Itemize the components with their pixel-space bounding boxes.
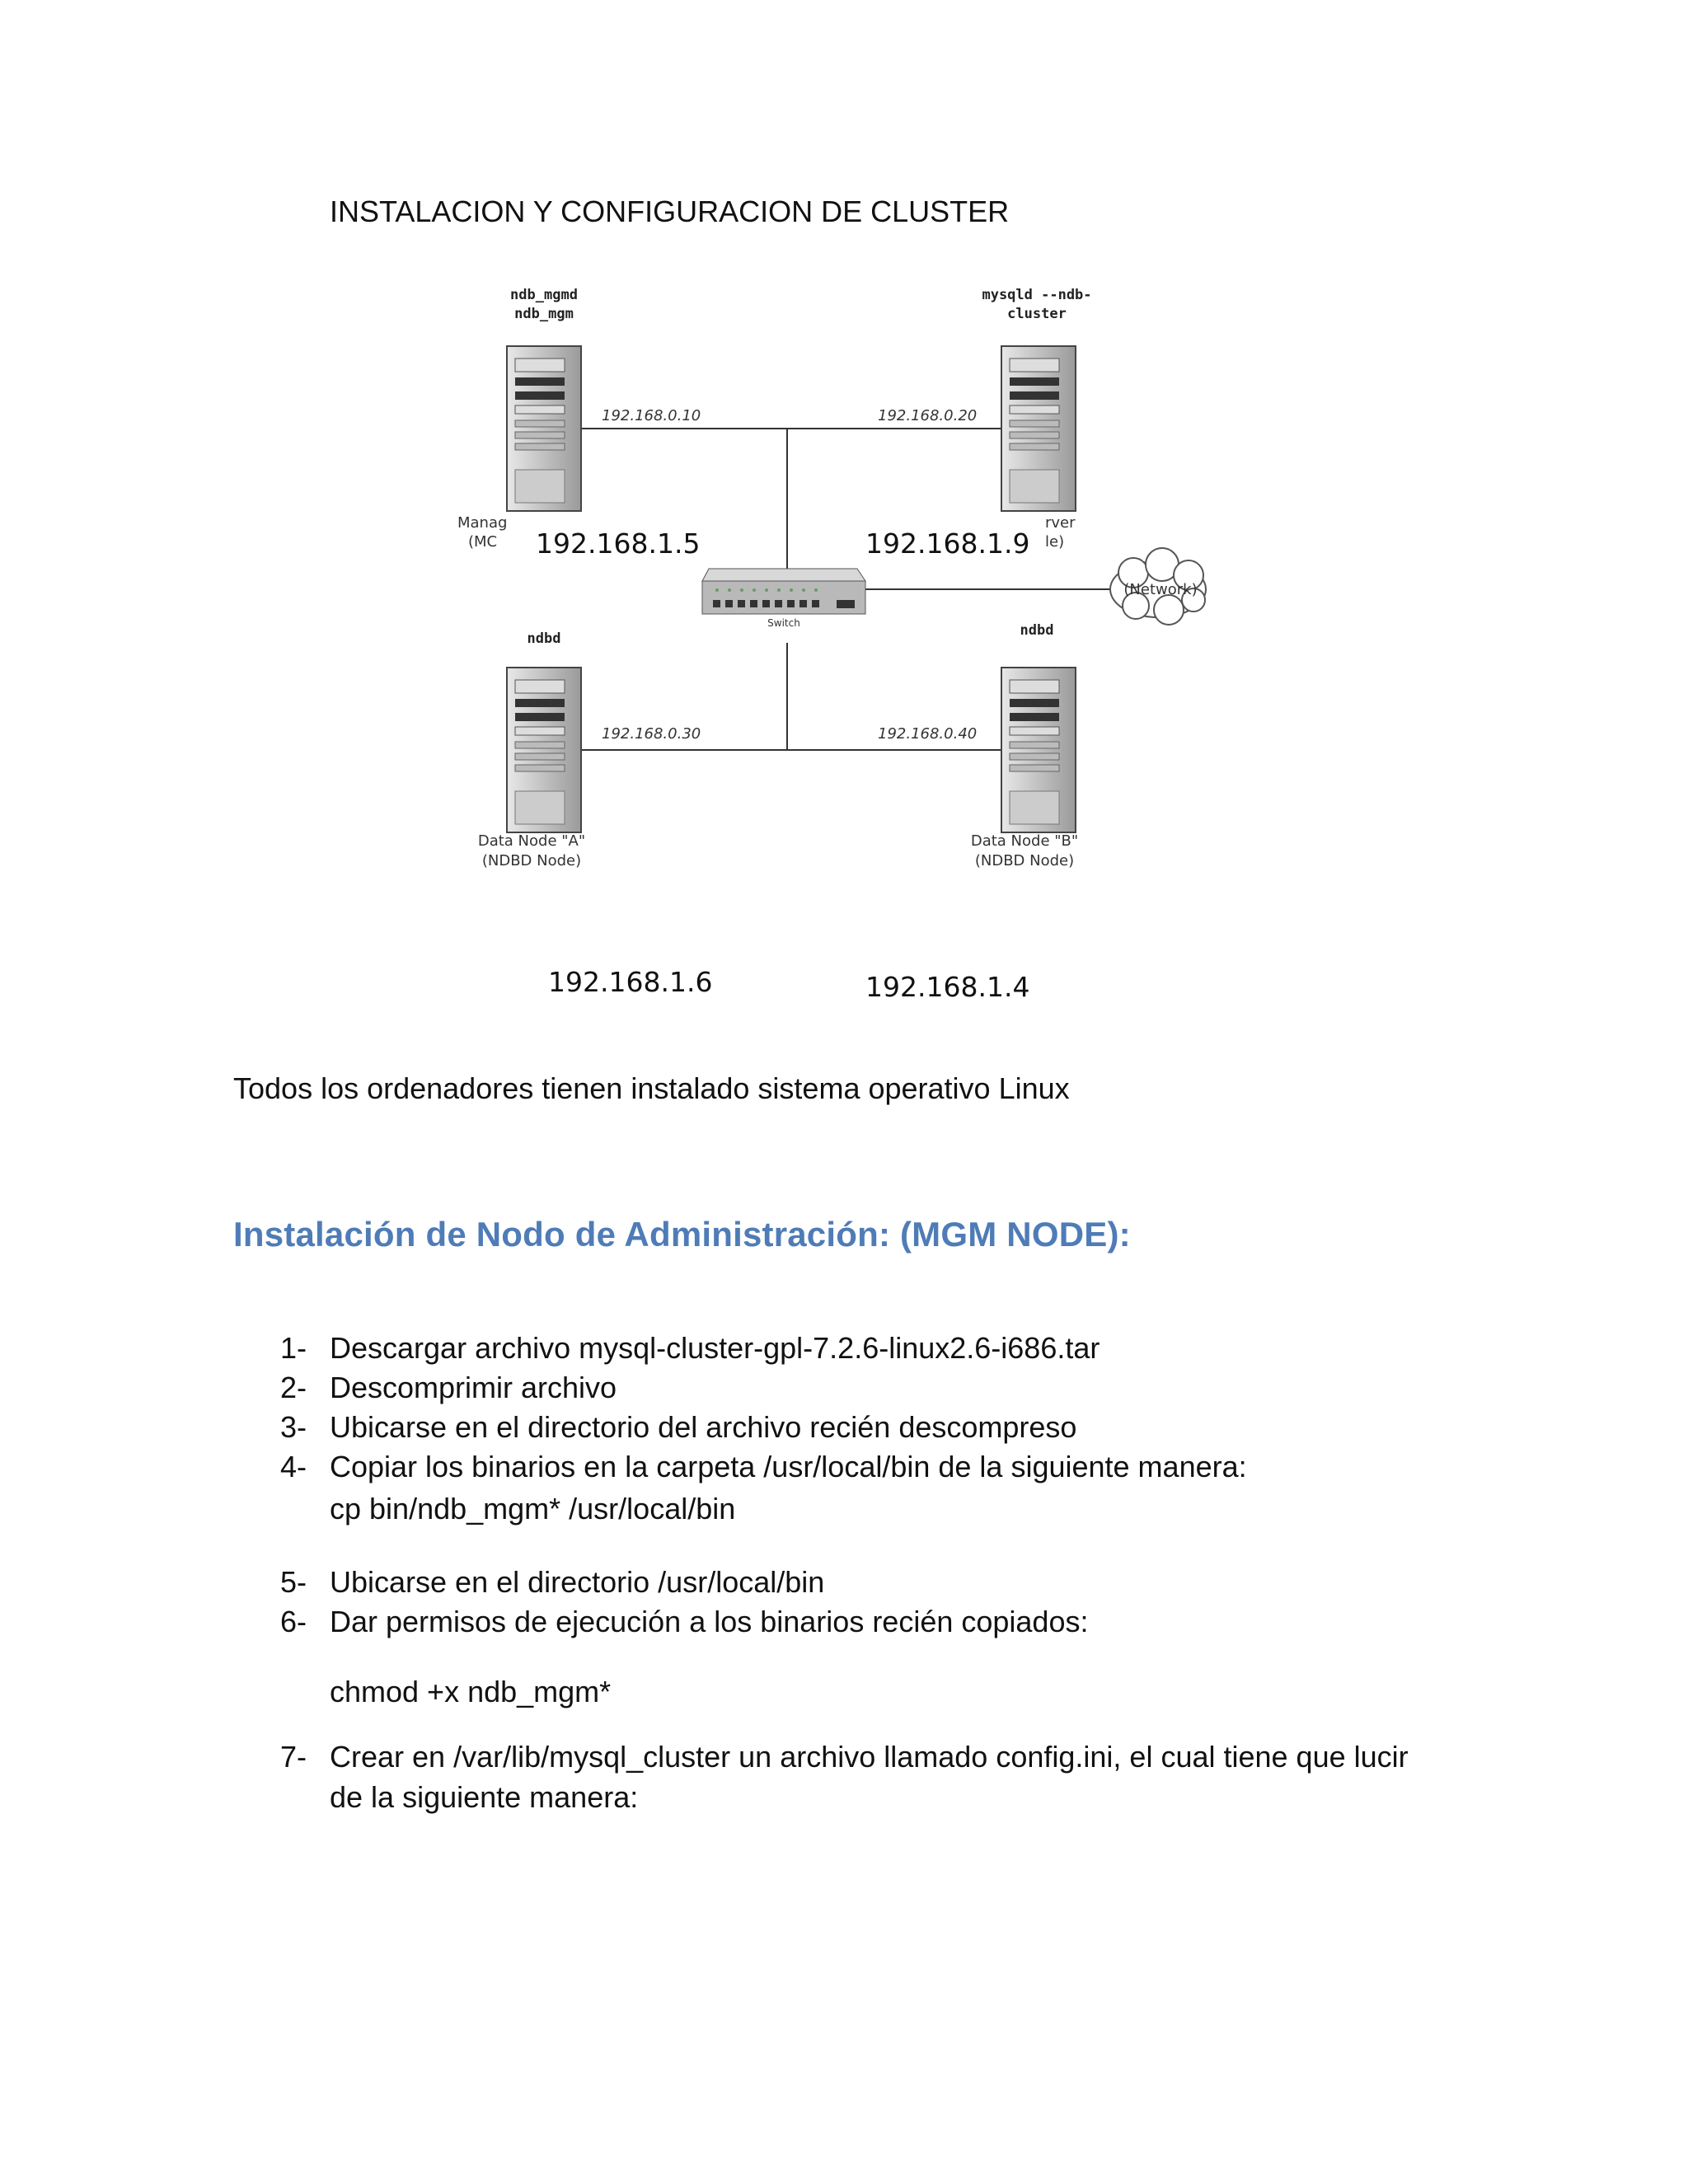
steps-list: 1- Descargar archivo mysql-cluster-gpl-7… (280, 0, 1434, 2184)
step-number: 6- (280, 1602, 330, 1642)
step-number: 5- (280, 1563, 330, 1602)
step-text: Copiar los binarios en la carpeta /usr/l… (330, 1447, 1247, 1487)
step-text: Descargar archivo mysql-cluster-gpl-7.2.… (330, 1329, 1100, 1368)
step-text: Dar permisos de ejecución a los binarios… (330, 1602, 1088, 1642)
step-text: Ubicarse en el directorio /usr/local/bin (330, 1563, 824, 1602)
code-line: chmod +x ndb_mgm* (330, 1675, 611, 1709)
step-number: 7- (280, 1737, 330, 1777)
step-number: 4- (280, 1447, 330, 1487)
step-number: 1- (280, 1329, 330, 1368)
step-number: 2- (280, 1368, 330, 1408)
step-continuation: de la siguiente manera: (330, 1780, 638, 1815)
step-text: Ubicarse en el directorio del archivo re… (330, 1408, 1076, 1447)
code-line: cp bin/ndb_mgm* /usr/local/bin (330, 1492, 735, 1526)
step-number: 3- (280, 1408, 330, 1447)
step-text: Crear en /var/lib/mysql_cluster un archi… (330, 1737, 1409, 1777)
step-text: Descomprimir archivo (330, 1368, 617, 1408)
